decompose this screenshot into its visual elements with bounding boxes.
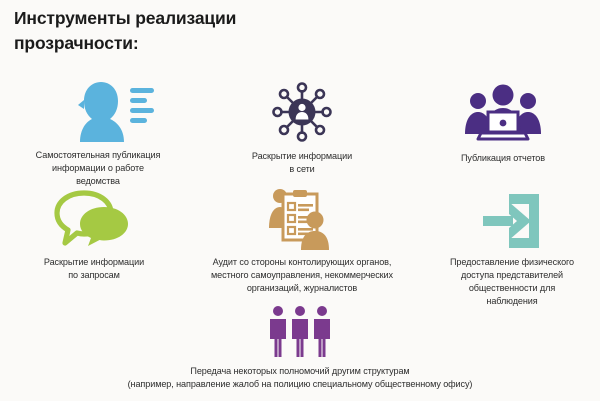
info-item-network-disclosure: Раскрытие информации в сети: [202, 80, 402, 176]
icon-container: [42, 80, 154, 142]
page-title: Инструменты реализации прозрачности:: [14, 8, 237, 53]
three-people-icon: [270, 306, 330, 357]
speech-bubbles-icon: [54, 190, 128, 246]
info-item-caption: Аудит со стороны контолирующих органов, …: [211, 257, 393, 293]
icon-container: [267, 305, 333, 357]
info-item-physical-access: Предоставление физического доступа предс…: [424, 188, 600, 308]
info-item-external-audit: Аудит со стороны контолирующих органов, …: [180, 188, 424, 295]
info-item-request-disclosure: Раскрытие информации по запросам: [0, 188, 188, 282]
person-with-text-lines-icon: [78, 82, 154, 142]
info-item-delegation: Передача некоторых полномочий другим стр…: [0, 305, 600, 391]
clipboard-checklist-people-icon: [269, 189, 329, 250]
group-with-laptop-icon: [465, 84, 541, 141]
info-item-caption: Раскрытие информации по запросам: [43, 257, 145, 280]
info-item-report-publication: Публикация отчетов: [406, 80, 600, 165]
icon-container: [267, 188, 337, 250]
info-item-caption: Предоставление физического доступа предс…: [449, 257, 575, 306]
icon-container: [272, 80, 332, 142]
info-item-self-publication: Самостоятельная публикация информации о …: [0, 80, 196, 188]
info-item-caption: Самостоятельная публикация информации о …: [35, 150, 161, 186]
icon-container: [54, 188, 134, 246]
info-item-caption: Передача некоторых полномочий другим стр…: [127, 366, 473, 389]
icon-container: [464, 80, 542, 142]
info-item-caption: Публикация отчетов: [460, 153, 545, 163]
network-hub-person-icon: [272, 82, 332, 142]
info-item-caption: Раскрытие информации в сети: [251, 151, 353, 174]
icon-container: [481, 188, 543, 250]
arrow-into-door-icon: [483, 194, 539, 248]
